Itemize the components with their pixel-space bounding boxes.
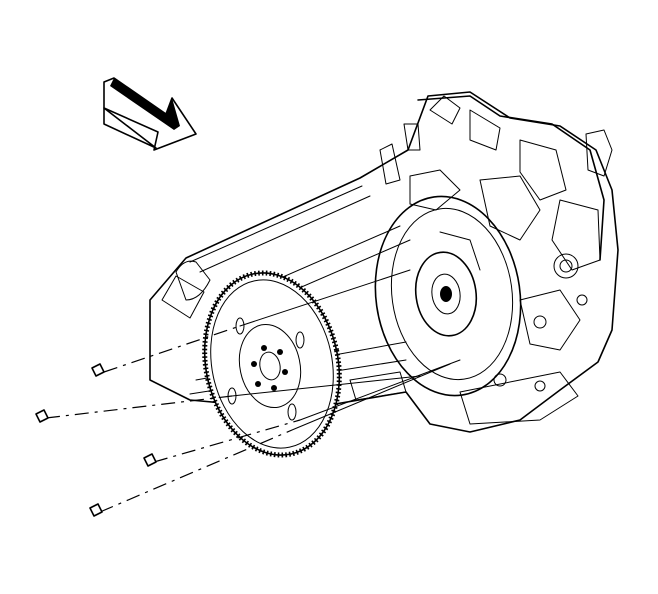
flywheel-bolt-icon: [35, 409, 49, 423]
flywheel-bolt-icon: [143, 453, 157, 467]
bolt-alignment-lines: [45, 269, 461, 513]
flywheel: [202, 270, 342, 458]
transaxle-housing: [149, 91, 619, 433]
flywheel-bolt-icon: [91, 363, 105, 377]
flywheel-bolt-icon: [89, 503, 103, 517]
direction-arrow-icon: [103, 77, 197, 151]
torque-converter: [414, 251, 478, 337]
